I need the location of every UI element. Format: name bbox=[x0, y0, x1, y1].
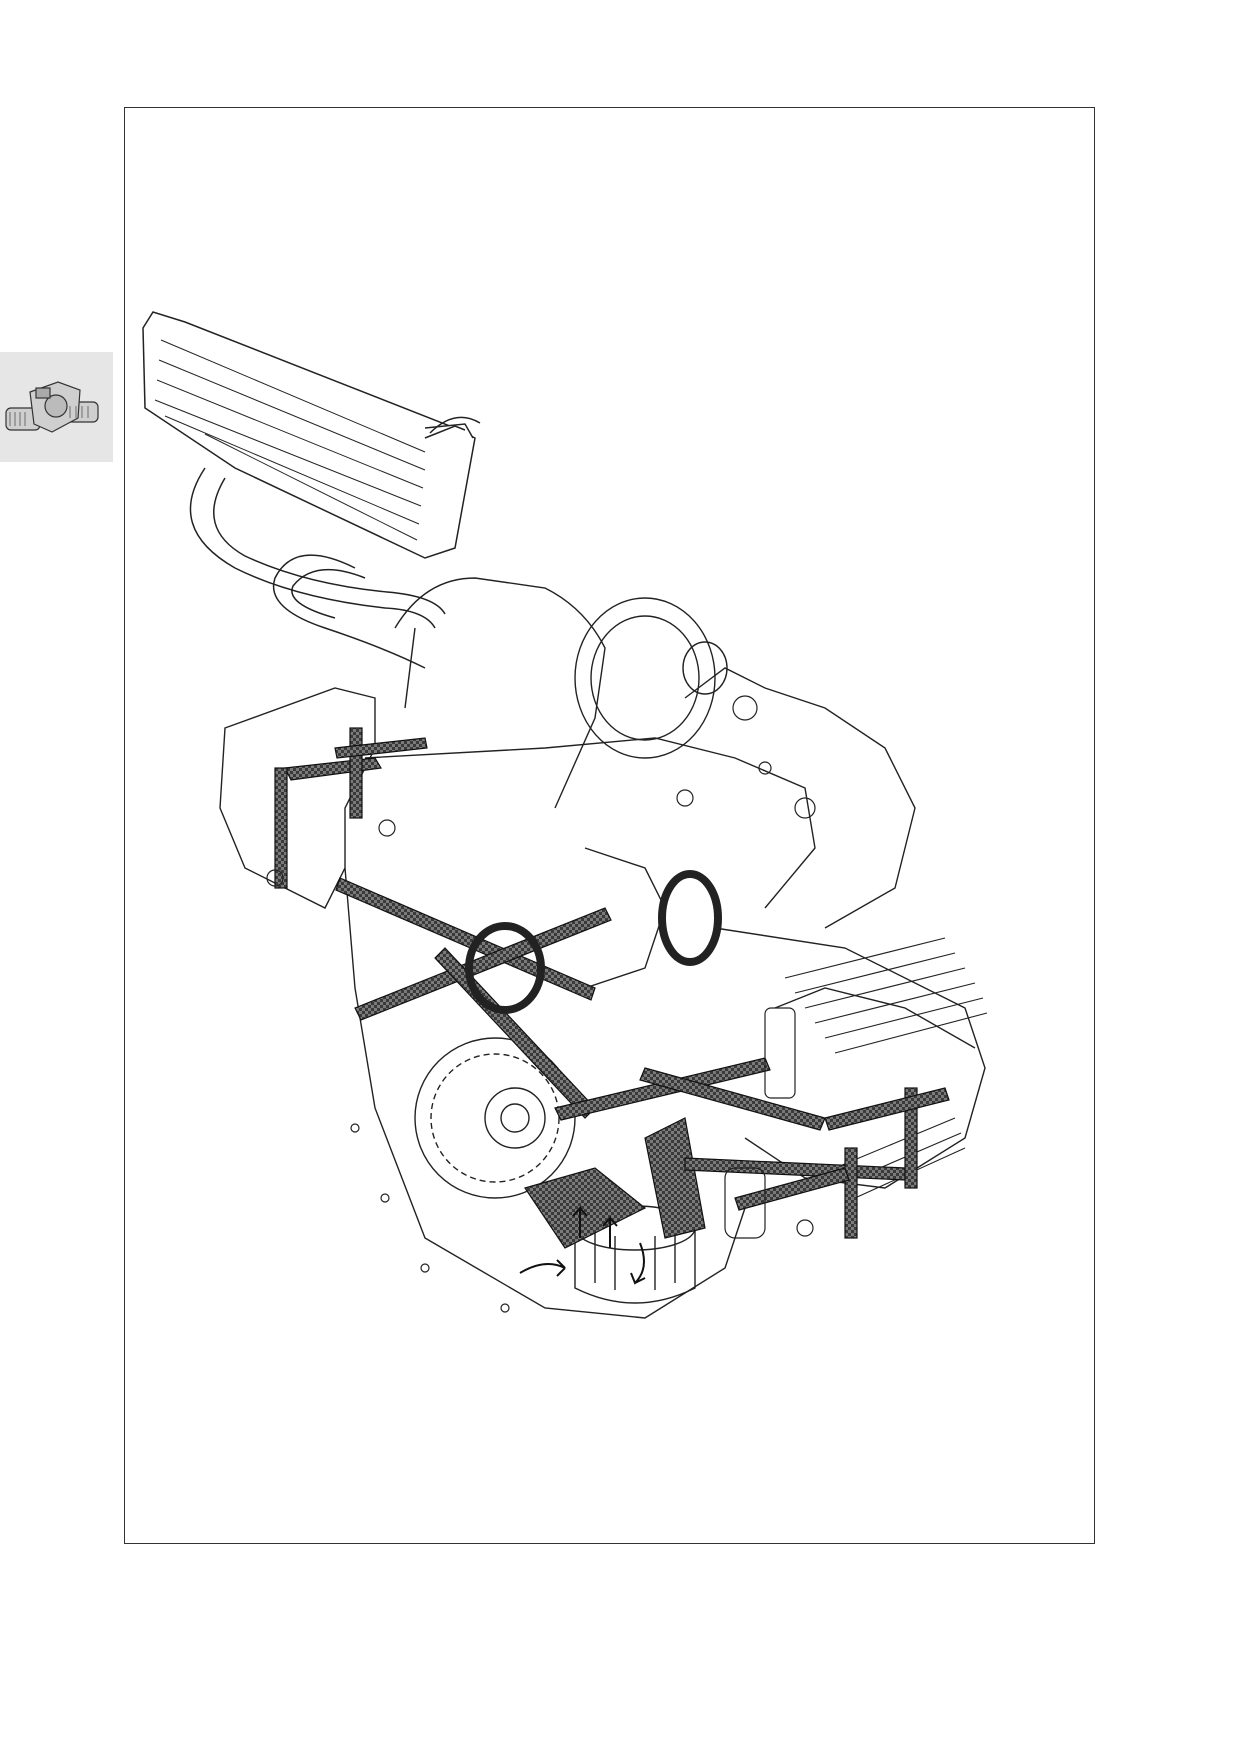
engine-lubrication-diagram bbox=[142, 311, 988, 1319]
alternator bbox=[574, 597, 728, 759]
figure-frame bbox=[124, 107, 1095, 1544]
section-tab bbox=[0, 352, 113, 462]
cylinder-fins bbox=[784, 937, 988, 1199]
flow-arrows bbox=[519, 1205, 646, 1285]
timing-chain bbox=[414, 1037, 576, 1199]
engine-details bbox=[266, 695, 816, 1313]
oil-galleries bbox=[274, 727, 950, 1249]
engine-thumbnail-icon bbox=[5, 381, 99, 433]
oil-cooler bbox=[142, 311, 481, 559]
